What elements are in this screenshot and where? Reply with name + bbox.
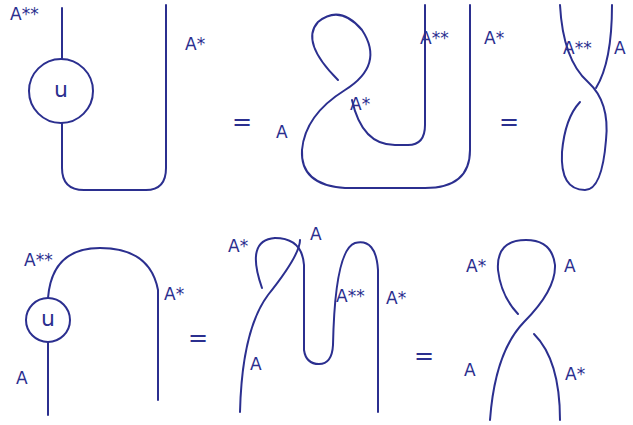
object-label: A* [185, 36, 205, 53]
equals-sign: = [188, 326, 208, 350]
strand [48, 248, 158, 400]
object-label: A* [164, 286, 184, 303]
equals-sign: = [232, 110, 252, 134]
object-label: A** [10, 6, 39, 23]
strand [47, 342, 49, 415]
object-label: A* [350, 96, 370, 113]
object-label: A [276, 124, 288, 141]
morphism-label: u [54, 79, 68, 101]
object-label: A* [484, 30, 504, 47]
strand [240, 240, 300, 412]
strand [302, 5, 470, 188]
object-label: A [310, 226, 322, 243]
morphism-label: u [41, 308, 55, 330]
object-label: A* [565, 366, 585, 383]
strand [275, 238, 378, 412]
equals-sign: = [499, 110, 519, 134]
strand [62, 5, 166, 190]
morphism-circle: u [24, 296, 72, 344]
object-label: A* [466, 258, 486, 275]
object-label: A** [336, 288, 365, 305]
object-label: A [16, 370, 28, 387]
strand [596, 5, 612, 88]
object-label: A** [24, 252, 53, 269]
object-label: A [250, 356, 262, 373]
morphism-circle: u [27, 57, 95, 125]
strand [256, 238, 275, 288]
strand [61, 8, 63, 59]
object-label: A** [420, 30, 449, 47]
strand [534, 334, 560, 420]
object-label: A [464, 362, 476, 379]
object-label: A** [563, 40, 592, 57]
object-label: A [564, 258, 576, 275]
strand [352, 5, 425, 145]
equals-sign: = [414, 344, 434, 368]
object-label: A* [228, 238, 248, 255]
strand [490, 240, 555, 420]
object-label: A* [386, 290, 406, 307]
object-label: A [614, 40, 626, 57]
strand [560, 5, 607, 190]
